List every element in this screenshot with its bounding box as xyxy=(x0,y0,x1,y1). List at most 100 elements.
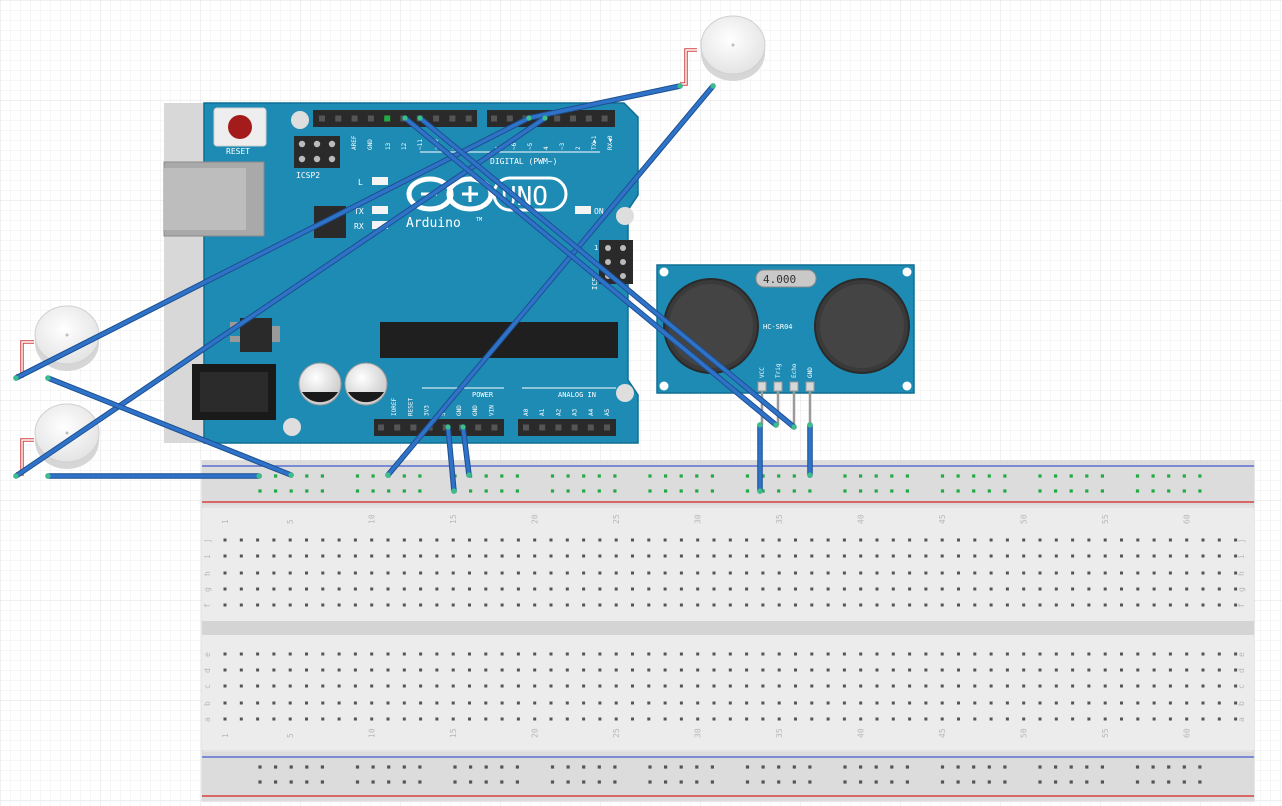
breadboard-hole[interactable] xyxy=(1185,587,1189,591)
breadboard-hole[interactable] xyxy=(1054,554,1058,558)
breadboard-hole[interactable] xyxy=(647,652,651,656)
breadboard-hole[interactable] xyxy=(451,668,455,672)
breadboard-hole[interactable] xyxy=(419,717,423,721)
breadboard-hole[interactable] xyxy=(761,538,765,542)
breadboard-hole[interactable] xyxy=(1185,684,1189,688)
breadboard-hole[interactable] xyxy=(582,571,586,575)
power-rail-hole[interactable] xyxy=(679,780,683,784)
breadboard-hole[interactable] xyxy=(663,538,667,542)
breadboard-hole[interactable] xyxy=(1152,554,1156,558)
breadboard-hole[interactable] xyxy=(794,571,797,575)
breadboard-hole[interactable] xyxy=(891,571,895,575)
breadboard-hole[interactable] xyxy=(826,652,830,656)
power-rail-hole[interactable] xyxy=(1069,765,1073,769)
breadboard-hole[interactable] xyxy=(305,701,308,705)
breadboard-hole[interactable] xyxy=(1136,684,1140,688)
wire-endpoint[interactable] xyxy=(417,115,423,121)
breadboard-hole[interactable] xyxy=(533,701,537,705)
power-rail-hole[interactable] xyxy=(566,780,570,784)
breadboard-hole[interactable] xyxy=(1005,652,1009,656)
breadboard-hole[interactable] xyxy=(794,587,797,591)
breadboard-hole[interactable] xyxy=(370,571,374,575)
analog-header-pin[interactable] xyxy=(539,424,546,431)
breadboard-hole[interactable] xyxy=(419,554,423,558)
power-rail-hole[interactable] xyxy=(613,780,617,784)
breadboard-hole[interactable] xyxy=(875,684,879,688)
breadboard-hole[interactable] xyxy=(582,717,586,721)
breadboard-hole[interactable] xyxy=(859,603,863,607)
power-rail-hole[interactable] xyxy=(500,489,504,493)
breadboard-hole[interactable] xyxy=(924,554,928,558)
breadboard-hole[interactable] xyxy=(337,668,341,672)
power-rail-hole[interactable] xyxy=(453,765,457,769)
breadboard-hole[interactable] xyxy=(728,571,732,575)
breadboard-hole[interactable] xyxy=(614,571,618,575)
piezo-buzzer[interactable] xyxy=(680,15,766,86)
power-rail-hole[interactable] xyxy=(469,489,473,493)
breadboard-hole[interactable] xyxy=(223,603,227,607)
digital-header-pin[interactable] xyxy=(319,115,325,122)
breadboard-hole[interactable] xyxy=(272,603,276,607)
breadboard-hole[interactable] xyxy=(631,717,634,721)
power-rail-hole[interactable] xyxy=(987,780,991,784)
breadboard-hole[interactable] xyxy=(859,554,863,558)
breadboard-hole[interactable] xyxy=(1038,603,1042,607)
breadboard-hole[interactable] xyxy=(1087,701,1091,705)
breadboard-hole[interactable] xyxy=(370,538,374,542)
power-rail-hole[interactable] xyxy=(274,489,278,493)
breadboard-hole[interactable] xyxy=(1038,587,1042,591)
breadboard-hole[interactable] xyxy=(989,538,993,542)
power-rail-hole[interactable] xyxy=(582,474,586,478)
breadboard-hole[interactable] xyxy=(468,587,471,591)
breadboard-hole[interactable] xyxy=(696,701,700,705)
breadboard-hole[interactable] xyxy=(451,652,455,656)
breadboard-hole[interactable] xyxy=(663,587,667,591)
power-rail-hole[interactable] xyxy=(1054,489,1058,493)
power-rail-hole[interactable] xyxy=(1003,474,1007,478)
breadboard-hole[interactable] xyxy=(1071,652,1075,656)
breadboard-hole[interactable] xyxy=(891,717,895,721)
breadboard-hole[interactable] xyxy=(223,684,227,688)
breadboard-hole[interactable] xyxy=(663,554,667,558)
power-rail-hole[interactable] xyxy=(1135,765,1140,769)
breadboard-hole[interactable] xyxy=(500,701,504,705)
breadboard-hole[interactable] xyxy=(239,701,243,705)
power-rail-hole[interactable] xyxy=(258,489,262,493)
breadboard-hole[interactable] xyxy=(679,668,683,672)
breadboard-hole[interactable] xyxy=(1185,538,1189,542)
breadboard-hole[interactable] xyxy=(777,652,781,656)
breadboard-hole[interactable] xyxy=(402,701,406,705)
breadboard-hole[interactable] xyxy=(500,684,504,688)
breadboard-hole[interactable] xyxy=(728,538,732,542)
analog-header-pin[interactable] xyxy=(523,424,529,431)
breadboard-hole[interactable] xyxy=(957,652,960,656)
breadboard-hole[interactable] xyxy=(1168,701,1172,705)
power-header[interactable] xyxy=(374,419,504,436)
power-rail-hole[interactable] xyxy=(582,780,586,784)
breadboard-hole[interactable] xyxy=(1103,554,1107,558)
breadboard-hole[interactable] xyxy=(940,668,944,672)
breadboard-hole[interactable] xyxy=(924,538,928,542)
breadboard-hole[interactable] xyxy=(647,603,651,607)
breadboard-hole[interactable] xyxy=(305,587,308,591)
power-rail-hole[interactable] xyxy=(500,474,504,478)
digital-header-pin[interactable] xyxy=(491,115,497,122)
power-rail-hole[interactable] xyxy=(1198,780,1202,784)
digital-header-pin[interactable] xyxy=(351,115,358,122)
breadboard-hole[interactable] xyxy=(516,652,520,656)
breadboard-hole[interactable] xyxy=(777,571,781,575)
breadboard-hole[interactable] xyxy=(842,668,846,672)
breadboard-hole[interactable] xyxy=(305,554,308,558)
breadboard-hole[interactable] xyxy=(533,652,537,656)
breadboard-hole[interactable] xyxy=(1217,587,1221,591)
breadboard-hole[interactable] xyxy=(1168,587,1172,591)
power-rail-hole[interactable] xyxy=(987,474,991,478)
breadboard-hole[interactable] xyxy=(679,652,683,656)
digital-header-pin[interactable] xyxy=(585,115,592,122)
breadboard-hole[interactable] xyxy=(1087,538,1091,542)
breadboard-hole[interactable] xyxy=(859,668,863,672)
jumper-wire[interactable] xyxy=(14,116,547,478)
breadboard-hole[interactable] xyxy=(565,684,569,688)
power-rail-hole[interactable] xyxy=(1151,474,1155,478)
